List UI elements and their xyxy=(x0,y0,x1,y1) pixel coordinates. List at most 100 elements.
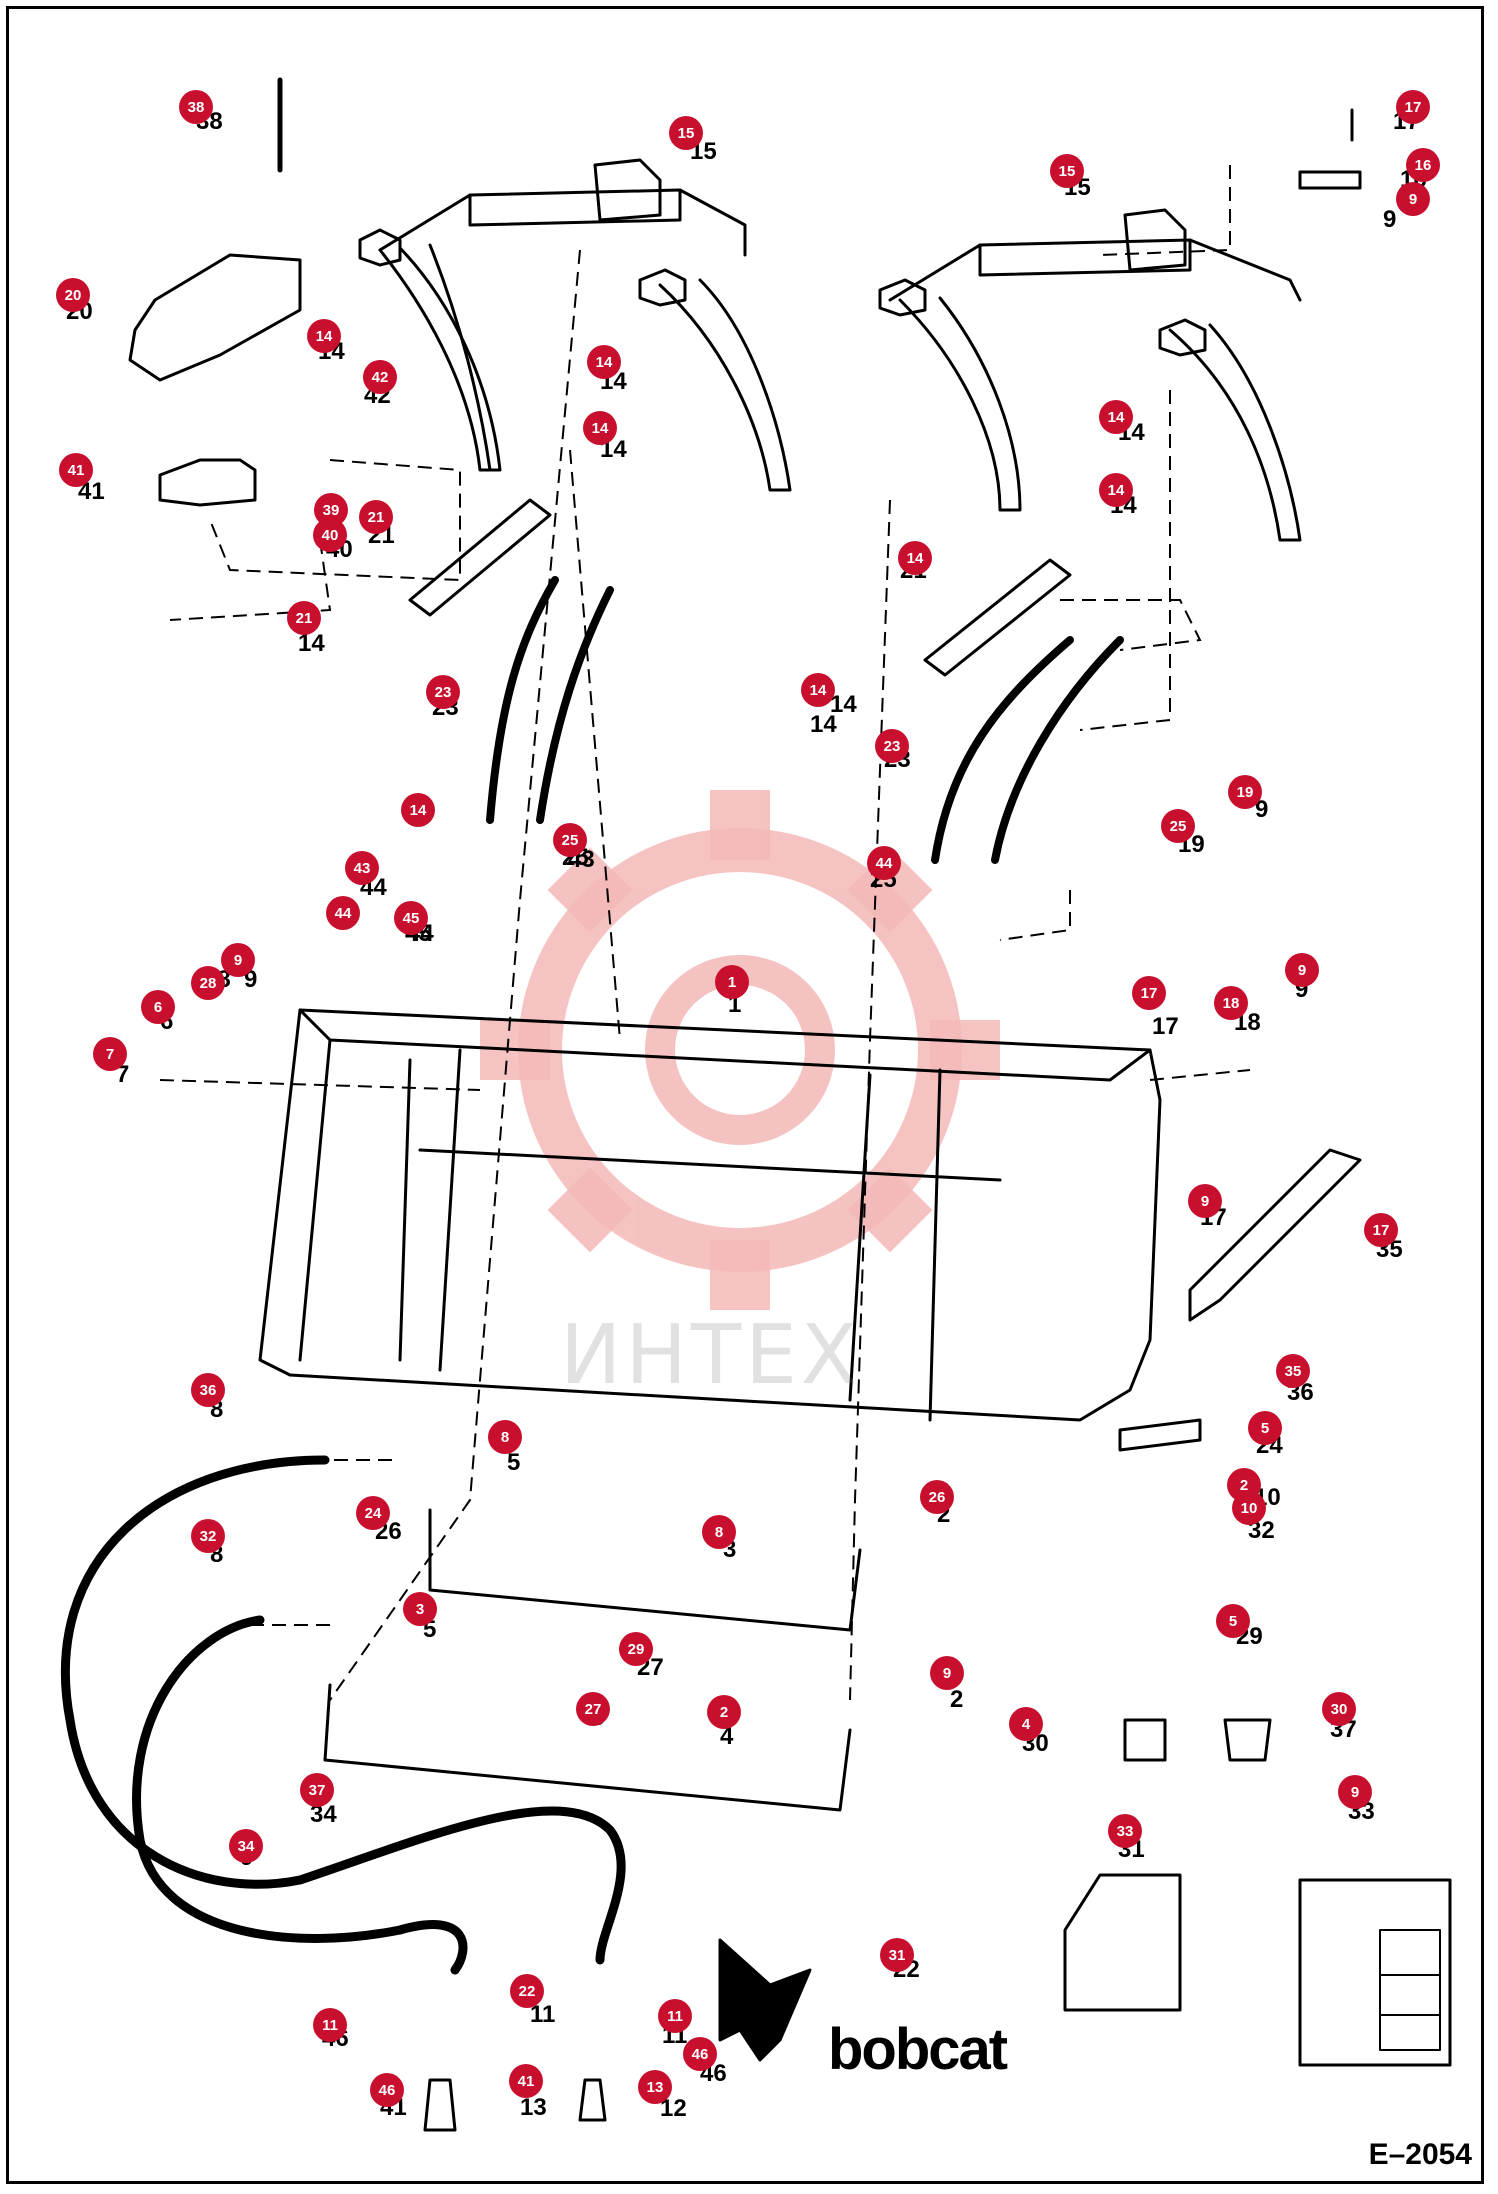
manual-33-grid xyxy=(1379,1929,1441,2051)
callout-marker-28[interactable]: 28 xyxy=(191,966,225,1000)
callout-marker-9[interactable]: 9 xyxy=(1285,953,1319,987)
callout-marker-8[interactable]: 8 xyxy=(702,1515,736,1549)
callout-marker-2[interactable]: 2 xyxy=(707,1695,741,1729)
callout-marker-13[interactable]: 13 xyxy=(638,2070,672,2104)
callout-marker-10[interactable]: 10 xyxy=(1232,1491,1266,1525)
callout-marker-14[interactable]: 14 xyxy=(307,319,341,353)
callout-marker-1[interactable]: 1 xyxy=(715,965,749,999)
bracket-41-shape xyxy=(158,458,257,507)
diagram-frame xyxy=(6,6,1484,2184)
callout-marker-25[interactable]: 25 xyxy=(1161,809,1195,843)
callout-marker-33[interactable]: 33 xyxy=(1108,1814,1142,1848)
left-grapple-assembly xyxy=(358,158,792,492)
coupler-13-shape xyxy=(423,2078,457,2132)
ref-number-9: 9 xyxy=(1255,796,1269,823)
callout-marker-35[interactable]: 35 xyxy=(1276,1354,1310,1388)
tube-4-shape xyxy=(323,1683,852,1812)
callout-marker-16[interactable]: 16 xyxy=(1406,148,1440,182)
callout-marker-41[interactable]: 41 xyxy=(59,453,93,487)
callout-marker-22[interactable]: 22 xyxy=(510,1974,544,2008)
callout-marker-5[interactable]: 5 xyxy=(1216,1604,1250,1638)
callout-marker-14[interactable]: 14 xyxy=(1099,473,1133,507)
hose-8-a xyxy=(60,1455,626,1965)
callout-marker-11[interactable]: 11 xyxy=(658,1999,692,2033)
pin-16-shape xyxy=(1298,170,1362,190)
callout-marker-5[interactable]: 5 xyxy=(1248,1411,1282,1445)
callout-marker-3[interactable]: 3 xyxy=(403,1592,437,1626)
callout-marker-42[interactable]: 42 xyxy=(363,360,397,394)
callout-marker-41[interactable]: 41 xyxy=(509,2064,543,2098)
manual-33-shape xyxy=(1298,1878,1452,2067)
callout-marker-18[interactable]: 18 xyxy=(1214,986,1248,1020)
callout-marker-26[interactable]: 26 xyxy=(920,1480,954,1514)
brand-wordmark: bobcat xyxy=(828,2017,1008,2082)
callout-marker-23[interactable]: 23 xyxy=(875,729,909,763)
callout-marker-4[interactable]: 4 xyxy=(1009,1707,1043,1741)
callout-marker-44[interactable]: 44 xyxy=(326,896,360,930)
callout-marker-19[interactable]: 19 xyxy=(1228,775,1262,809)
callout-marker-9[interactable]: 9 xyxy=(1188,1184,1222,1218)
callout-marker-21[interactable]: 21 xyxy=(287,601,321,635)
callout-marker-38[interactable]: 38 xyxy=(179,90,213,124)
callout-marker-17[interactable]: 17 xyxy=(1132,976,1166,1010)
hose-23-left-a xyxy=(486,576,559,824)
callout-marker-14[interactable]: 14 xyxy=(801,673,835,707)
callout-marker-24[interactable]: 24 xyxy=(356,1496,390,1530)
callout-marker-8[interactable]: 8 xyxy=(488,1420,522,1454)
callout-marker-46[interactable]: 46 xyxy=(370,2073,404,2107)
clip-37-shape xyxy=(1223,1718,1272,1762)
callout-marker-7[interactable]: 7 xyxy=(93,1037,127,1071)
callout-marker-37[interactable]: 37 xyxy=(300,1773,334,1807)
callout-marker-34[interactable]: 34 xyxy=(229,1829,263,1863)
callout-marker-36[interactable]: 36 xyxy=(191,1373,225,1407)
cutting-edge-35-shape xyxy=(1188,1148,1362,1322)
callout-marker-23[interactable]: 23 xyxy=(426,675,460,709)
clip-30-shape xyxy=(1123,1718,1167,1762)
callout-marker-14[interactable]: 14 xyxy=(898,541,932,575)
callout-marker-21[interactable]: 21 xyxy=(359,500,393,534)
callout-marker-45[interactable]: 45 xyxy=(394,901,428,935)
callout-marker-40[interactable]: 40 xyxy=(313,518,347,552)
hose-23-right-a xyxy=(931,636,1074,864)
callout-marker-46[interactable]: 46 xyxy=(683,2037,717,2071)
figure-code: E–2054 xyxy=(1368,2138,1472,2171)
hose-23-right-b xyxy=(991,636,1124,864)
strip-24-shape xyxy=(1118,1418,1202,1452)
callout-marker-11[interactable]: 11 xyxy=(313,2008,347,2042)
callout-marker-20[interactable]: 20 xyxy=(56,278,90,312)
bucket-1-shape xyxy=(258,1008,1162,1422)
callout-marker-43[interactable]: 43 xyxy=(345,851,379,885)
callout-marker-30[interactable]: 30 xyxy=(1322,1692,1356,1726)
callout-marker-29[interactable]: 29 xyxy=(619,1632,653,1666)
ref-number-2: 2 xyxy=(950,1686,964,1713)
callout-marker-6[interactable]: 6 xyxy=(141,990,175,1024)
callout-marker-44[interactable]: 44 xyxy=(867,846,901,880)
callout-marker-14[interactable]: 14 xyxy=(401,793,435,827)
callout-marker-15[interactable]: 15 xyxy=(669,116,703,150)
callout-marker-32[interactable]: 32 xyxy=(191,1519,225,1553)
callout-marker-14[interactable]: 14 xyxy=(583,411,617,445)
bobcat-logo-shape xyxy=(718,1938,812,2062)
callout-marker-9[interactable]: 9 xyxy=(1396,182,1430,216)
ref-number-5: 5 xyxy=(507,1449,521,1476)
ref-number-14: 14 xyxy=(830,691,857,718)
callout-marker-31[interactable]: 31 xyxy=(880,1938,914,1972)
callout-marker-25[interactable]: 25 xyxy=(553,823,587,857)
callout-marker-17[interactable]: 17 xyxy=(1396,90,1430,124)
hose-23-left-b xyxy=(536,586,614,824)
cylinder-21-right-shape xyxy=(923,558,1072,677)
callout-marker-14[interactable]: 14 xyxy=(587,345,621,379)
callout-marker-15[interactable]: 15 xyxy=(1050,154,1084,188)
callout-marker-27[interactable]: 27 xyxy=(576,1692,610,1726)
callout-marker-17[interactable]: 17 xyxy=(1364,1213,1398,1247)
callout-marker-9[interactable]: 9 xyxy=(1338,1775,1372,1809)
right-grapple-assembly xyxy=(878,208,1302,542)
callout-marker-14[interactable]: 14 xyxy=(1099,400,1133,434)
ref-number-13: 13 xyxy=(520,2094,547,2121)
callout-marker-9[interactable]: 9 xyxy=(221,943,255,977)
callout-marker-9[interactable]: 9 xyxy=(930,1656,964,1690)
ref-number-14: 14 xyxy=(810,711,837,738)
ref-number-17: 17 xyxy=(1152,1013,1179,1040)
coupler-12-shape xyxy=(578,2078,607,2122)
tube-3-shape xyxy=(428,1508,862,1632)
